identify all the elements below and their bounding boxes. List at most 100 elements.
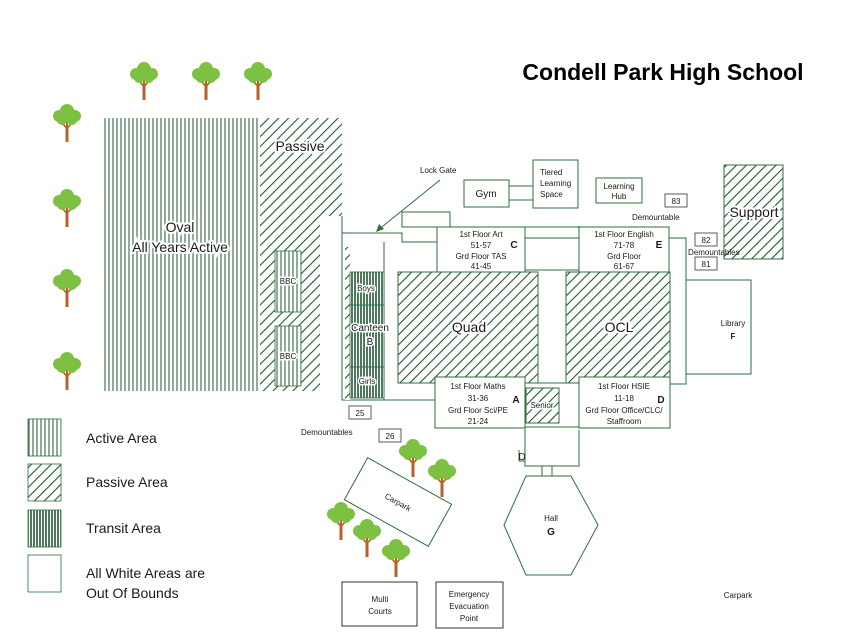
ocl-zone	[565, 271, 671, 384]
tree-icon	[327, 502, 355, 540]
demountable-83-label: 83	[672, 197, 681, 206]
block-c	[436, 226, 526, 273]
quad-label: Quad	[452, 319, 486, 335]
demountable-26	[378, 428, 402, 443]
tree-icon	[353, 519, 381, 557]
girls-area	[349, 366, 385, 399]
tree-icon	[399, 439, 427, 477]
lock-gate-label: Lock Gate	[420, 166, 457, 175]
library-building	[685, 279, 752, 375]
girls-label: Girls	[359, 377, 375, 386]
tiered-label-1: Tiered	[540, 168, 562, 177]
block-a-floor1: 1st Floor Maths	[450, 382, 505, 391]
demountable-26-label: 26	[386, 432, 395, 441]
multi-courts-label-2: Courts	[368, 607, 392, 616]
legend-white-label-1: All White Areas are	[86, 565, 205, 581]
legend-white-swatch	[27, 554, 62, 593]
lock-gate-arrow	[377, 179, 441, 231]
bbc-label-2: BBC	[280, 352, 297, 361]
demountable-82	[694, 232, 718, 247]
oval-sublabel: All Years Active	[132, 239, 228, 255]
block-e-rooms0: 61-67	[614, 262, 635, 271]
gym-label: Gym	[475, 189, 496, 200]
demountable-81	[694, 256, 718, 271]
block-d-floor1: 1st Floor HSIE	[598, 382, 650, 391]
map-title: Condell Park High School	[522, 59, 803, 85]
tree-icon	[244, 62, 272, 100]
hall-label: Hall	[544, 514, 558, 523]
evac-label-2: Evacuation	[449, 602, 489, 611]
demountable-82-label: 82	[702, 236, 711, 245]
block-e-floor0: Grd Floor	[607, 252, 641, 261]
demountable-top-label: Demountable	[632, 213, 680, 222]
block-e-letter: E	[656, 240, 663, 251]
oval-label: Oval	[166, 219, 195, 235]
legend-active-swatch	[27, 418, 62, 457]
boys-label: Boys	[357, 284, 375, 293]
demountable-81-label: 81	[702, 260, 711, 269]
tiered-label-3: Space	[540, 190, 563, 199]
carpark-west: Carpark	[343, 457, 453, 547]
senior-label: Senior	[530, 401, 553, 410]
block-d-letter: D	[657, 395, 664, 406]
demountable-25	[348, 405, 372, 420]
ocl-label: OCL	[605, 319, 634, 335]
library-letter: F	[731, 332, 736, 341]
block-a-rooms1: 31-36	[468, 394, 489, 403]
block-d-rooms0: Staffroom	[607, 417, 642, 426]
bbc-label-1: BBC	[280, 277, 297, 286]
carpark-east-label: Carpark	[724, 591, 753, 600]
support-zone	[723, 164, 784, 260]
bbc-court-1	[274, 250, 302, 313]
multi-courts-label-1: Multi	[372, 595, 389, 604]
block-a-letter: A	[512, 395, 519, 406]
block-d-floor0: Grd Floor Office/CLC/	[585, 406, 663, 415]
block-c-letter: C	[510, 240, 517, 251]
legend-white-label-2: Out Of Bounds	[86, 585, 179, 601]
oval-zone	[102, 118, 260, 391]
demountable-83	[664, 193, 688, 208]
block-a	[434, 376, 526, 429]
legend-passive-label: Passive Area	[86, 474, 168, 490]
evac-label-3: Point	[460, 614, 479, 623]
tree-icon	[53, 269, 81, 307]
evacuation-point	[435, 581, 504, 629]
block-c-rooms1: 51-57	[471, 241, 492, 250]
hall-letter: G	[547, 527, 555, 538]
tree-icon	[53, 104, 81, 142]
block-a-rooms0: 21-24	[468, 417, 489, 426]
gap-area	[320, 216, 342, 391]
legend-transit-label: Transit Area	[86, 520, 161, 536]
learning-hub-building	[595, 177, 643, 204]
d-marker: D	[518, 452, 525, 463]
support-label: Support	[729, 204, 778, 220]
hall-building	[503, 475, 599, 576]
tree-icon	[53, 189, 81, 227]
senior-zone	[525, 387, 560, 424]
tiered-learning-building	[532, 159, 579, 209]
learning-hub-label-2: Hub	[612, 192, 627, 201]
demountables-left-label: Demountables	[301, 428, 353, 437]
legend-transit-swatch	[27, 509, 62, 548]
block-d	[578, 376, 671, 429]
quad-zone	[397, 271, 539, 384]
bbc-court-2	[274, 325, 302, 387]
block-c-floor1: 1st Floor Art	[459, 230, 503, 239]
block-c-floor0: Grd Floor TAS	[456, 252, 507, 261]
block-d-rooms1: 11-18	[614, 394, 634, 403]
canteen-letter: B	[367, 337, 374, 348]
legend-active-label: Active Area	[86, 430, 157, 446]
gym-link	[509, 185, 535, 201]
tree-icon	[130, 62, 158, 100]
lock-gate-arrowhead	[376, 224, 384, 232]
block-a-floor0: Grd Floor Sci/PE	[448, 406, 508, 415]
block-c-rooms0: 41-45	[471, 262, 492, 271]
transit-edge	[345, 247, 350, 400]
demountables-right-label: Demountables	[688, 248, 740, 257]
legend-passive-swatch	[27, 463, 62, 502]
gym-building	[463, 179, 510, 208]
block-e-rooms1: 71-78	[614, 241, 635, 250]
transit-zone	[350, 272, 384, 398]
